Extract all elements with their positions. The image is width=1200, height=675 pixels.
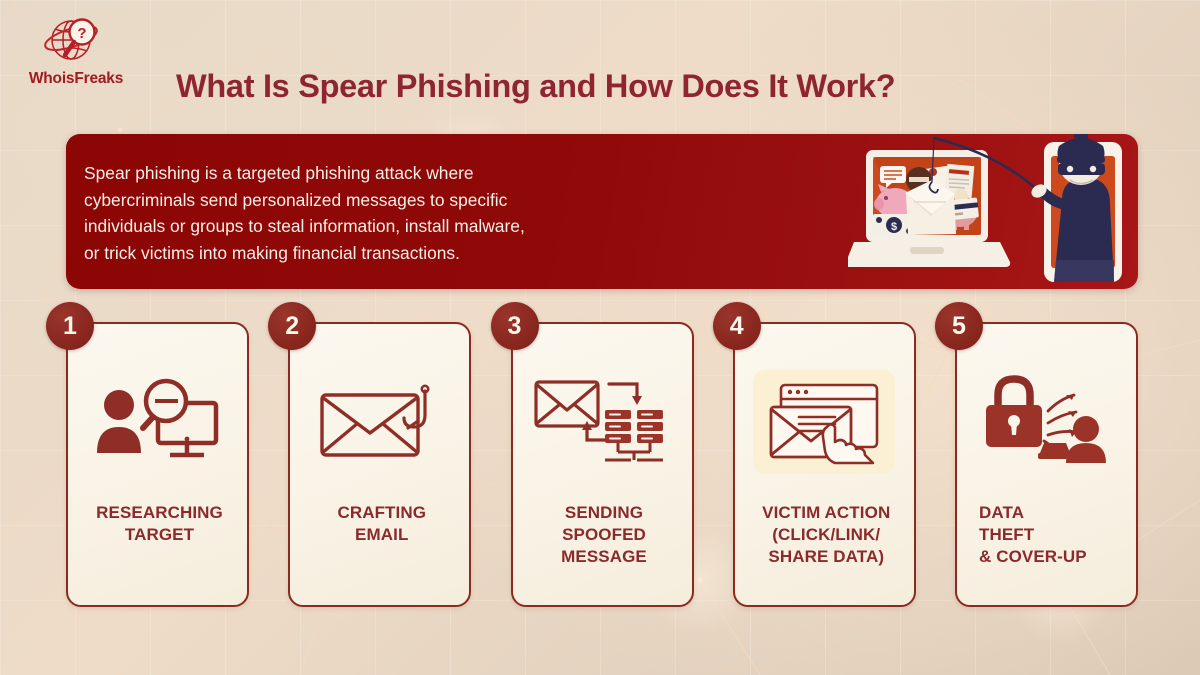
step-badge-2: 2 [268,302,317,350]
step-label-4: VICTIM ACTION (CLICK/LINK/ SHARE DATA) [762,503,891,567]
step-icon-1-wrap [68,366,247,474]
step-badge-5: 5 [935,302,983,350]
definition-banner: Spear phishing is a targeted phishing at… [66,134,1138,289]
step-card-2[interactable]: 2 CRAFTING EMAIL [268,302,472,607]
step-icon-4-wrap [735,368,914,476]
step-icon-2-wrap [290,366,469,474]
step-label-3: SENDING SPOOFED MESSAGE [561,503,647,567]
envelope-icon [905,180,956,235]
step-badge-1: 1 [46,302,94,350]
chat-bubble-icon [880,166,906,188]
fishing-rod-icon [932,136,1042,194]
step-label-5: DATA THEFT & COVER-UP [979,503,1087,567]
svg-text:$: $ [891,221,897,233]
step-card-5[interactable]: 5 [935,302,1138,607]
laptop-screen-contents: $ [873,163,979,237]
page-header: ? WhoisFreaks What Is Spear Phishing and… [0,0,1200,128]
step-icon-5-wrap [957,366,1136,474]
step-label-1: RESEARCHING TARGET [96,503,223,545]
definition-text: Spear phishing is a targeted phishing at… [84,163,525,264]
step-card-3[interactable]: 3 [490,302,694,607]
person-magnifier-monitor-icon [96,378,218,458]
envelope-arrows-server-rack-icon [534,380,663,462]
browser-envelope-click-hand-icon [769,383,879,465]
svg-text:?: ? [77,25,86,42]
step-icon-3-wrap [513,366,692,474]
step-badge-4: 4 [712,302,761,350]
page-title: What Is Spear Phishing and How Does It W… [176,68,896,104]
globe-magnifier-question-icon: ? [44,18,98,60]
brand-logo-text: WhoisFreaks [28,70,124,87]
hacker-phishing-laptop-illustration: $ [848,134,1122,282]
step-card-4[interactable]: 4 [712,302,916,607]
icon-plate-background [753,370,896,474]
envelope-fishing-hook-icon [320,384,430,457]
step-label-2: CRAFTING EMAIL [337,503,427,545]
brand-logo[interactable]: ? WhoisFreaks [22,14,130,87]
padlock-shape [985,375,1042,447]
step-card-1[interactable]: 1 RESEARCHING TARGET [46,302,249,607]
step-badge-3: 3 [490,302,539,350]
steps-row: 1 RESEARCHING TARGET 2 [46,302,1138,612]
masked-hacker-illustration [1031,134,1114,282]
padlock-data-flow-person-icon [985,375,1106,463]
